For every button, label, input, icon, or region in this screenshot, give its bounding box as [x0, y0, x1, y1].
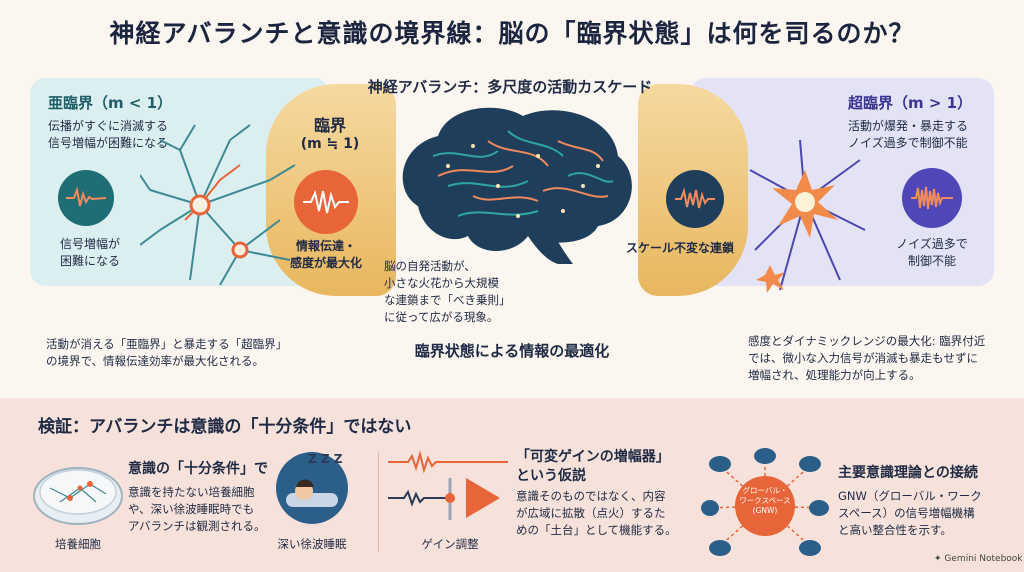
sparkle-icon: ✦ [934, 554, 942, 564]
gnw-network-illustration [701, 448, 829, 556]
diagram-subtitle: 神経アバランチ：多尺度の活動カスケード [367, 78, 653, 96]
critical-wave-icon [294, 170, 358, 234]
footer-brand: ✦ Gemini Notebook [934, 554, 1023, 564]
right-summary: 感度とダイナミックレンジの最大化: 臨界付近では、微小な入力信号が消滅も暴走もせ… [748, 334, 986, 382]
gain-label: ゲイン調整 [421, 537, 479, 551]
verification-heading: 検証：アバランチは意識の「十分条件」ではない [38, 417, 412, 437]
sleeping-person-icon [276, 452, 348, 524]
page-title: 神経アバランチと意識の境界線：脳の「臨界状態」は何を司るのか？ [109, 19, 915, 48]
culture-label: 培養細胞 [55, 537, 101, 551]
supercritical-heading: 超臨界（m > 1） [848, 94, 973, 112]
critical-heading: 臨界(m ≒ 1) [300, 116, 360, 152]
sufficient-heading: 意識の「十分条件」で [128, 461, 268, 477]
brain-illustration [402, 107, 632, 264]
supercritical-label: ノイズ過多で制御不能 [896, 237, 968, 268]
explosion-illustration [749, 139, 866, 293]
gain-amplifier-illustration [388, 450, 508, 520]
gain-heading: 「可変ゲインの増幅器」という仮説 [516, 449, 670, 484]
gain-body: 意識そのものではなく、内容が広域に拡散（点火）するための「土台」として機能する。 [516, 489, 677, 537]
subcritical-label: 信号増幅が困難になる [59, 237, 120, 268]
subcritical-heading: 亜臨界（m < 1） [48, 94, 173, 112]
sleep-label: 深い徐波睡眠 [277, 537, 347, 551]
left-summary: 活動が消える「亜臨界」と暴走する「超臨界」の境界で、情報伝達効率が最大化される。 [46, 337, 288, 368]
critical-label: 情報伝達・感度が最大化 [289, 239, 362, 270]
theory-body: GNW（グローバル・ワークスペース）の信号増幅機構と高い整合性を示す。 [838, 489, 982, 537]
theory-heading: 主要意識理論との接続 [838, 465, 978, 481]
noise-wave-icon [902, 168, 962, 228]
subcritical-description: 伝播がすぐに消滅する信号増幅が困難になる [48, 119, 169, 150]
damped-wave-icon [58, 170, 114, 226]
verification-section [0, 398, 1024, 572]
supercritical-description: 活動が爆発・暴走するノイズ過多で制御不能 [848, 119, 969, 150]
petri-dish-illustration [33, 467, 123, 525]
divider [378, 452, 379, 552]
scale-free-label: スケール不変な連鎖 [626, 241, 735, 255]
scale-free-wave-icon [666, 170, 724, 228]
sufficient-body: 意識を持たない培養細胞や、深い徐波睡眠時でもアバランチは観測される。 [128, 485, 266, 533]
neuron-network-illustration [140, 124, 296, 286]
sleep-zzz: Z Z Z [308, 452, 343, 466]
gnw-center-label: グローバル・ワークスペース(GNW) [739, 486, 791, 515]
brain-description: 脳の自発活動が、小さな火花から大規模な連鎖まで「べき乗則」に従って広がる現象。 [384, 259, 511, 324]
center-caption: 臨界状態による情報の最適化 [414, 342, 610, 360]
